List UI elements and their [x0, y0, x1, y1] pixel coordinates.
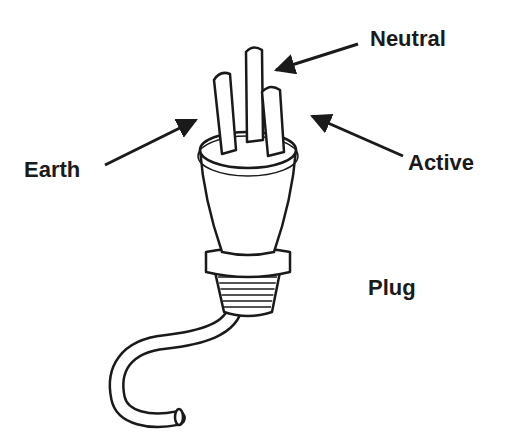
- leader-arrow: [105, 120, 196, 165]
- leader-arrow: [276, 44, 358, 70]
- strain-relief: [215, 272, 280, 316]
- cord-outline: [117, 305, 236, 420]
- cord-end: [175, 409, 183, 425]
- pin-label: Neutral: [370, 28, 446, 50]
- leader-arrow: [312, 116, 403, 156]
- active-pin: [262, 87, 284, 156]
- earth-pin: [214, 73, 236, 154]
- pin-label: Active: [408, 152, 474, 174]
- ribs: [218, 277, 277, 307]
- neutral-pin: [246, 47, 263, 142]
- part-label: Plug: [368, 277, 416, 299]
- pin-label: Earth: [24, 159, 80, 181]
